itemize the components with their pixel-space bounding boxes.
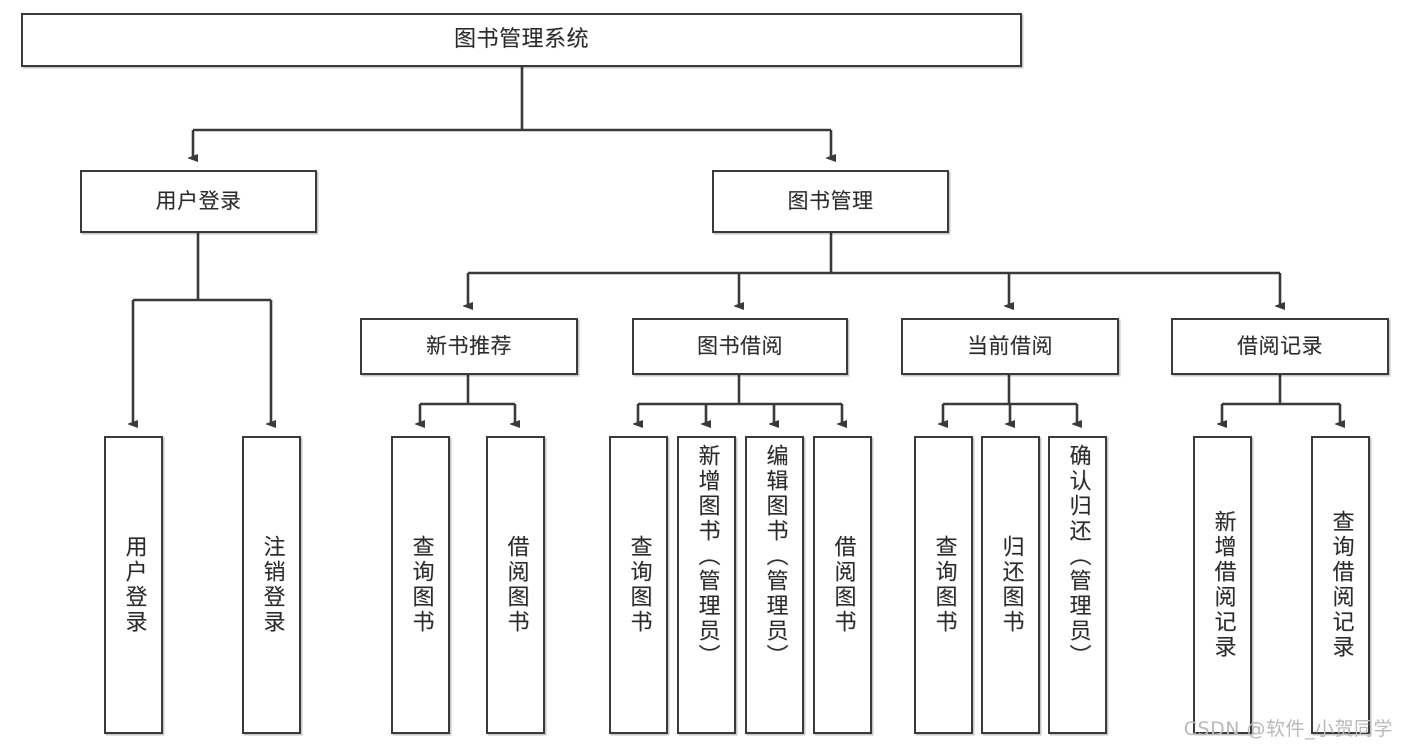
- node-leaf-add-book-admin[interactable]: 新增图书（管理员）: [677, 436, 736, 734]
- node-book-management-label: 图书管理: [787, 189, 874, 214]
- leaf-inner: 借阅图书: [488, 438, 543, 732]
- node-leaf-query-book-newbook-label: 查询图书: [408, 535, 434, 635]
- leaf-inner: 用户登录: [106, 438, 161, 732]
- leaf-inner: 注销登录: [244, 438, 299, 732]
- node-leaf-query-book-current-label: 查询图书: [931, 535, 957, 635]
- node-leaf-borrow-book-newbook[interactable]: 借阅图书: [486, 436, 545, 734]
- node-new-book-recommend-label: 新书推荐: [426, 334, 512, 359]
- node-leaf-logout[interactable]: 注销登录: [242, 436, 301, 734]
- leaf-inner: 新增图书（管理员）: [679, 438, 734, 738]
- node-leaf-logout-label: 注销登录: [259, 535, 285, 635]
- node-leaf-edit-book-admin[interactable]: 编辑图书（管理员）: [745, 436, 804, 734]
- node-user-login-label: 用户登录: [155, 189, 242, 214]
- leaf-inner: 借阅图书: [815, 438, 870, 732]
- node-leaf-borrow-book-borrow-label: 借阅图书: [830, 535, 856, 635]
- leaf-inner: 查询借阅记录: [1313, 438, 1368, 732]
- node-new-book-recommend[interactable]: 新书推荐: [360, 318, 578, 375]
- node-leaf-return-book-label: 归还图书: [998, 535, 1024, 635]
- node-leaf-add-book-admin-label: 新增图书（管理员）: [694, 444, 720, 669]
- node-leaf-query-borrow-record[interactable]: 查询借阅记录: [1311, 436, 1370, 734]
- node-leaf-return-book[interactable]: 归还图书: [981, 436, 1040, 734]
- leaf-inner: 确认归还（管理员）: [1050, 438, 1105, 738]
- node-book-management[interactable]: 图书管理: [712, 170, 949, 233]
- node-leaf-query-book-borrow[interactable]: 查询图书: [609, 436, 668, 734]
- node-leaf-borrow-book-borrow[interactable]: 借阅图书: [813, 436, 872, 734]
- node-current-borrow[interactable]: 当前借阅: [901, 318, 1119, 375]
- node-leaf-query-borrow-record-label: 查询借阅记录: [1328, 510, 1354, 660]
- leaf-inner: 新增借阅记录: [1195, 438, 1250, 732]
- node-borrow-record-label: 借阅记录: [1237, 334, 1323, 359]
- node-root[interactable]: 图书管理系统: [21, 13, 1022, 67]
- node-leaf-query-book-newbook[interactable]: 查询图书: [391, 436, 450, 734]
- node-book-borrow[interactable]: 图书借阅: [632, 318, 848, 375]
- node-leaf-user-login[interactable]: 用户登录: [104, 436, 163, 734]
- leaf-inner: 查询图书: [393, 438, 448, 732]
- node-leaf-add-borrow-record[interactable]: 新增借阅记录: [1193, 436, 1252, 734]
- leaf-inner: 归还图书: [983, 438, 1038, 732]
- node-leaf-edit-book-admin-label: 编辑图书（管理员）: [762, 444, 788, 669]
- leaf-inner: 编辑图书（管理员）: [747, 438, 802, 738]
- node-leaf-query-book-borrow-label: 查询图书: [626, 535, 652, 635]
- node-leaf-borrow-book-newbook-label: 借阅图书: [503, 535, 529, 635]
- leaf-inner: 查询图书: [611, 438, 666, 732]
- node-current-borrow-label: 当前借阅: [967, 334, 1053, 359]
- node-book-borrow-label: 图书借阅: [697, 334, 783, 359]
- node-user-login[interactable]: 用户登录: [80, 170, 317, 233]
- node-root-label: 图书管理系统: [453, 27, 589, 53]
- node-leaf-add-borrow-record-label: 新增借阅记录: [1210, 510, 1236, 660]
- node-leaf-confirm-return-admin[interactable]: 确认归还（管理员）: [1048, 436, 1107, 734]
- node-leaf-query-book-current[interactable]: 查询图书: [914, 436, 973, 734]
- leaf-inner: 查询图书: [916, 438, 971, 732]
- node-borrow-record[interactable]: 借阅记录: [1171, 318, 1389, 375]
- node-leaf-user-login-label: 用户登录: [121, 535, 147, 635]
- node-leaf-confirm-return-admin-label: 确认归还（管理员）: [1065, 444, 1091, 669]
